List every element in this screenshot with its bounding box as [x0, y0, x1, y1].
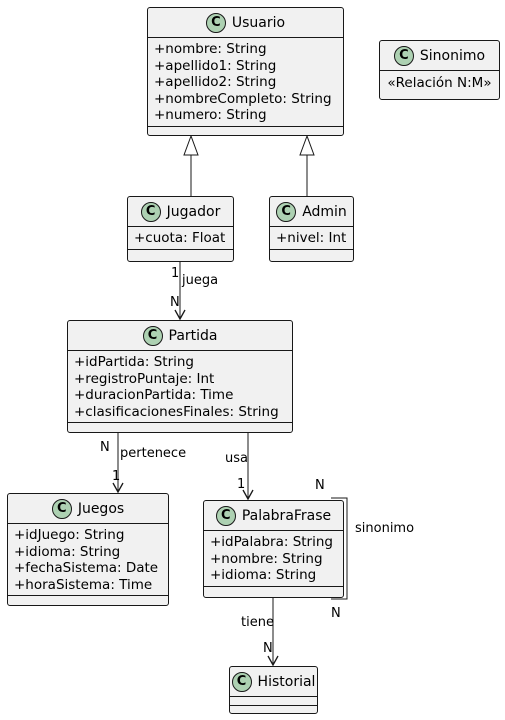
class-name: PalabraFrase: [241, 507, 332, 524]
tiene-to-multiplicity: N: [263, 641, 273, 656]
attribute: +nombre: String: [154, 41, 267, 57]
class-partida[interactable]: C Partida +idPartida: String +registroPu…: [67, 320, 293, 433]
class-icon: C: [276, 201, 297, 222]
attribute-list: +nivel: Int: [270, 227, 353, 249]
pertenece-to-multiplicity: 1: [112, 469, 121, 484]
pertenece-label: pertenece: [120, 446, 187, 461]
class-historial[interactable]: C Historial: [229, 666, 318, 714]
class-icon: C: [393, 45, 414, 66]
class-sinonimo[interactable]: C Sinonimo «Relación N:M»: [379, 40, 500, 100]
class-name: Historial: [257, 673, 316, 690]
attribute: +idJuego: String: [14, 527, 125, 543]
relation-sinonimo-loop: [331, 497, 348, 600]
class-header: C PalabraFrase: [204, 501, 343, 531]
class-jugador[interactable]: C Jugador +cuota: Float: [127, 196, 234, 262]
attribute: +registroPuntaje: Int: [74, 370, 215, 387]
class-icon: C: [140, 201, 161, 222]
stereotype-label: «Relación N:M»: [387, 75, 492, 91]
methods-compartment: [230, 706, 317, 714]
sinonimo-label: sinonimo: [355, 521, 415, 536]
attribute-list: [230, 697, 317, 706]
attribute: +idPartida: String: [74, 354, 195, 370]
attribute-list: +idPalabra: String +nombre: String +idio…: [204, 531, 343, 586]
juega-label: juega: [182, 273, 219, 288]
usa-label: usa: [225, 451, 248, 466]
inheritance-arrowhead-jugador: [183, 134, 199, 156]
class-icon: C: [215, 505, 236, 526]
class-icon: C: [231, 671, 252, 692]
methods-compartment: [270, 248, 353, 258]
class-header: C Jugador: [128, 197, 233, 227]
class-icon: C: [205, 12, 226, 33]
sinonimo-multiplicity-top: N: [315, 478, 325, 493]
juega-to-multiplicity: N: [170, 295, 180, 310]
methods-compartment: [68, 422, 292, 431]
attribute: +idPalabra: String: [210, 534, 333, 550]
attribute: +nivel: Int: [276, 230, 347, 246]
inheritance-arrowhead-admin: [299, 134, 315, 156]
class-header: C Juegos: [8, 494, 168, 524]
tiene-label: tiene: [241, 615, 274, 630]
attribute: +apellido1: String: [154, 57, 277, 74]
class-usuario[interactable]: C Usuario +nombre: String +apellido1: St…: [147, 7, 344, 136]
class-palabrafrase[interactable]: C PalabraFrase +idPalabra: String +nombr…: [203, 500, 344, 598]
class-admin[interactable]: C Admin +nivel: Int: [269, 196, 354, 262]
methods-compartment: [8, 595, 168, 604]
attribute-list: +cuota: Float: [128, 227, 233, 249]
pertenece-from-multiplicity: N: [100, 440, 110, 455]
attribute: +idioma: String: [14, 543, 121, 560]
class-header: C Sinonimo: [380, 41, 499, 71]
class-icon: C: [51, 498, 72, 519]
attribute-list: +idJuego: String +idioma: String +fechaS…: [8, 524, 168, 595]
class-header: C Partida: [68, 321, 292, 351]
class-name: Jugador: [166, 203, 221, 220]
methods-compartment: [128, 248, 233, 258]
attribute: +nombreCompleto: String: [154, 90, 332, 107]
attribute: +cuota: Float: [134, 230, 226, 246]
methods-compartment: [148, 125, 343, 135]
attribute: +clasificacionesFinales: String: [74, 403, 279, 420]
class-juegos[interactable]: C Juegos +idJuego: String +idioma: Strin…: [7, 493, 169, 606]
attribute: +idioma: String: [210, 567, 317, 584]
class-name: Sinonimo: [419, 47, 486, 64]
attribute: +numero: String: [154, 107, 267, 124]
methods-compartment: [204, 585, 343, 595]
usa-to-multiplicity: 1: [237, 477, 246, 492]
class-header: C Admin: [270, 197, 353, 227]
class-name: Admin: [302, 203, 347, 220]
class-name: Partida: [168, 327, 218, 344]
attribute: +apellido2: String: [154, 74, 277, 91]
class-name: Usuario: [231, 14, 286, 31]
attribute: +duracionPartida: Time: [74, 387, 234, 404]
class-icon: C: [142, 325, 163, 346]
class-name: Juegos: [77, 500, 125, 517]
class-header: C Usuario: [148, 8, 343, 38]
juega-from-multiplicity: 1: [171, 266, 180, 281]
sinonimo-multiplicity-bottom: N: [331, 606, 341, 621]
attribute: +fechaSistema: Date: [14, 560, 159, 577]
attribute: +horaSistema: Time: [14, 576, 153, 593]
attribute: +nombre: String: [210, 550, 323, 567]
class-header: C Historial: [230, 667, 317, 697]
attribute-list: +nombre: String +apellido1: String +apel…: [148, 38, 343, 126]
attribute-list: +idPartida: String +registroPuntaje: Int…: [68, 351, 292, 422]
